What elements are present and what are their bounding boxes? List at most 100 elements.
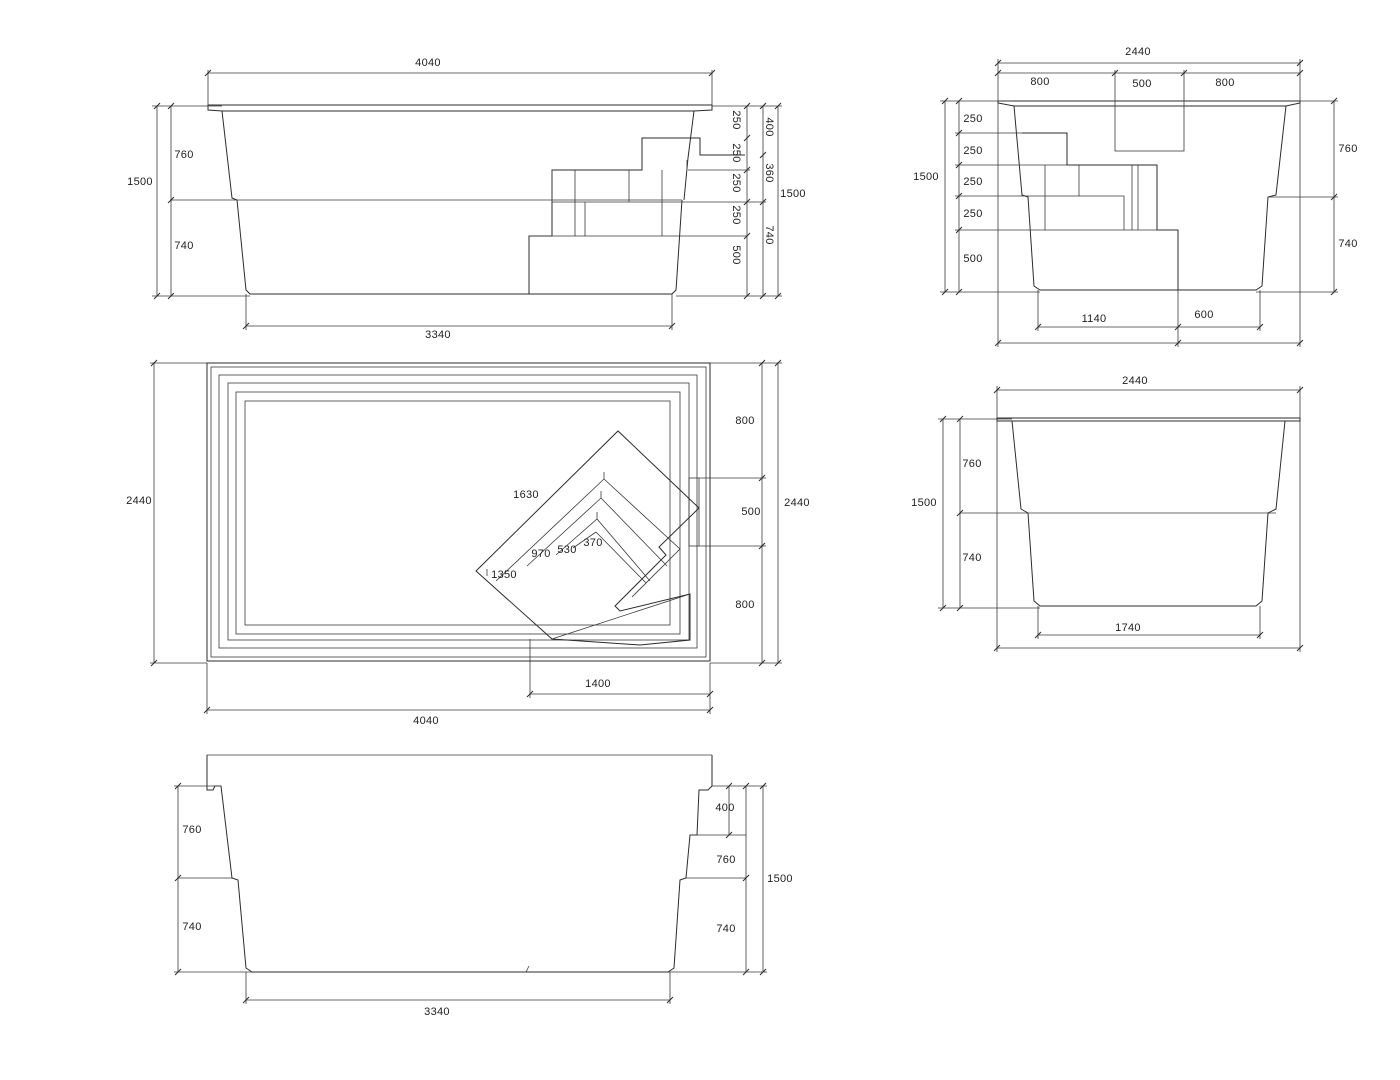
tick xyxy=(708,69,716,77)
dim-label: 1500 xyxy=(767,873,793,885)
tick xyxy=(668,322,676,330)
side-plain-left-wall xyxy=(206,755,713,973)
tick xyxy=(204,69,212,77)
dim-label: 500 xyxy=(730,245,742,264)
dim-label: 500 xyxy=(741,506,760,518)
tick xyxy=(666,996,674,1004)
dim-label: 1350 xyxy=(491,569,517,581)
tick xyxy=(242,996,250,1004)
dim-label: 400 xyxy=(715,802,734,814)
tick xyxy=(150,359,158,367)
dim-label: 800 xyxy=(1215,77,1234,89)
side-view-plain: 760 740 400 760 740 1500 3340 xyxy=(174,754,793,1018)
tick xyxy=(153,292,161,300)
dim-label: 500 xyxy=(963,253,982,265)
plan-right-ticks xyxy=(758,359,782,667)
dim-label: 3340 xyxy=(425,329,451,341)
tick xyxy=(1330,288,1338,296)
dim-label: 250 xyxy=(730,173,742,192)
tick xyxy=(150,659,158,667)
side-view-with-steps: 4040 3340 1500 760 740 xyxy=(127,57,806,341)
plan-floor xyxy=(244,400,671,626)
tick xyxy=(242,322,250,330)
plan-stair-treads xyxy=(486,472,691,640)
plan-ledge xyxy=(218,374,698,649)
tick xyxy=(993,386,1001,394)
dim-label: 530 xyxy=(557,544,576,556)
dim-label: 800 xyxy=(735,415,754,427)
dim-label: 2440 xyxy=(1125,46,1151,58)
pool-left-wall xyxy=(221,110,683,295)
dim-label: 600 xyxy=(1194,309,1213,321)
plan-outer-rim xyxy=(206,362,711,662)
plan-rim-inner xyxy=(210,366,707,658)
dim-label: 250 xyxy=(963,113,982,125)
dim-label: 760 xyxy=(1338,143,1357,155)
dim-label: 1500 xyxy=(913,171,939,183)
dim-label: 1500 xyxy=(780,188,806,200)
dim-label: 740 xyxy=(716,923,735,935)
dim-label: 740 xyxy=(763,225,775,244)
dim-label: 760 xyxy=(174,149,193,161)
dim-label: 2440 xyxy=(784,497,810,509)
dim-label: 800 xyxy=(735,599,754,611)
plan-floor-edge xyxy=(235,391,681,635)
pool-rim xyxy=(207,104,713,112)
tick xyxy=(167,292,175,300)
dim-label: 740 xyxy=(182,921,201,933)
dim-label: 4040 xyxy=(415,57,441,69)
dim-label: 760 xyxy=(716,854,735,866)
dim-label: 970 xyxy=(531,548,550,560)
end-plain-left-ticks xyxy=(939,415,964,612)
tick xyxy=(153,102,161,110)
side-plain-left-ticks xyxy=(174,782,182,976)
dim-label: 740 xyxy=(962,552,981,564)
end-plain-bottom-ticks xyxy=(993,631,1304,652)
dim-label: 1400 xyxy=(585,678,611,690)
dim-label: 500 xyxy=(1132,78,1151,90)
end-step-outline xyxy=(1022,164,1178,231)
end-walls xyxy=(1013,105,1287,291)
dim-label: 2440 xyxy=(126,495,152,507)
end-left-ticks xyxy=(941,97,963,296)
dim-label: 370 xyxy=(583,537,602,549)
dim-label: 2440 xyxy=(1122,375,1148,387)
side-plain-right-ticks xyxy=(725,782,767,976)
dim-label: 250 xyxy=(730,205,742,224)
staircase xyxy=(528,137,745,294)
dim-label: 1500 xyxy=(127,176,153,188)
plan-view: 1630 1350 970 530 370 2440 800 500 800 2… xyxy=(126,359,810,727)
dim-label: 400 xyxy=(763,117,775,136)
dim-label: 250 xyxy=(963,208,982,220)
end-view-plain: 2440 1500 760 740 1740 xyxy=(911,375,1304,652)
dim-label: 1500 xyxy=(911,497,937,509)
end-rim xyxy=(997,100,1301,107)
step-outline xyxy=(529,160,747,237)
pool-right-wall xyxy=(683,110,695,201)
dim-label: 1140 xyxy=(1082,313,1107,325)
tick xyxy=(167,102,175,110)
dim-label: 740 xyxy=(174,240,193,252)
end-plain-rim xyxy=(996,417,1301,422)
plan-diagonal-stairs xyxy=(475,430,700,646)
end-bottom-ticks xyxy=(994,323,1304,347)
dim-label: 4040 xyxy=(413,715,439,727)
end-top-ticks xyxy=(994,59,1304,77)
plan-skimmer xyxy=(688,477,700,547)
dim-label: 250 xyxy=(963,176,982,188)
dim-label: 740 xyxy=(1338,238,1357,250)
dim-label: 250 xyxy=(963,145,982,157)
dim-label: 760 xyxy=(182,824,201,836)
dim-label: 1630 xyxy=(513,489,539,501)
tick xyxy=(1296,386,1304,394)
dim-label: 3340 xyxy=(424,1006,450,1018)
floor-mark xyxy=(525,965,530,973)
end-view-with-steps: 2440 800 500 800 1500 250 250 250 250 50… xyxy=(913,46,1357,347)
tick xyxy=(1330,97,1338,105)
end-plain-walls xyxy=(1011,420,1286,607)
tick xyxy=(1330,193,1338,201)
dim-label: 360 xyxy=(763,163,775,182)
dim-label: 1740 xyxy=(1115,622,1141,634)
tick xyxy=(167,196,175,204)
